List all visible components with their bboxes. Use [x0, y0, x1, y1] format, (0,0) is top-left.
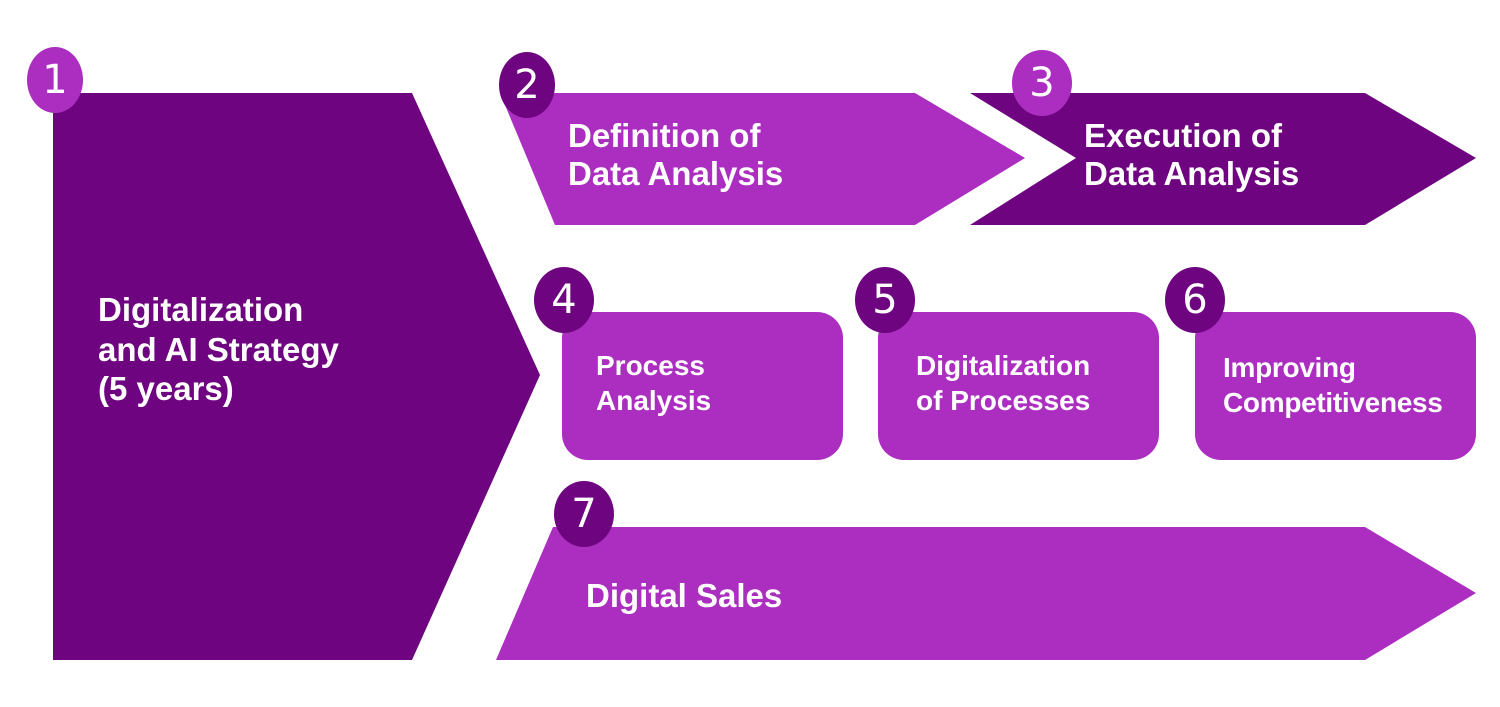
step-6-line-1: Improving: [1223, 352, 1356, 383]
step-6-badge: 6: [1165, 267, 1225, 333]
step-5-line-2: of Processes: [916, 385, 1091, 416]
step-6-line-2: Competitiveness: [1223, 387, 1443, 418]
step-3-line-2: Data Analysis: [1084, 154, 1300, 192]
step-4-label: Process Analysis: [596, 348, 711, 418]
step-7-label: Digital Sales: [586, 576, 782, 616]
step-1-badge: 1: [27, 47, 83, 113]
step-2-badge: 2: [499, 52, 555, 118]
step-1-shape: [53, 93, 540, 660]
step-3-badge: 3: [1012, 50, 1072, 116]
step-5-number: 5: [872, 277, 897, 323]
step-4-line-2: Analysis: [596, 385, 712, 416]
step-2-line-1: Definition of: [568, 117, 761, 154]
step-1-line-2: and AI Strategy: [98, 330, 339, 368]
step-1-line-1: Digitalization: [98, 291, 304, 328]
step-4-number: 4: [551, 277, 576, 323]
step-6-label: Improving Competitiveness: [1223, 350, 1443, 420]
step-7-line-1: Digital Sales: [586, 577, 783, 614]
step-3-number: 3: [1029, 60, 1054, 106]
step-6-shape: [1195, 312, 1476, 460]
step-3-shape: [970, 93, 1476, 225]
step-1-label: Digitalization and AI Strategy (5 years): [98, 290, 339, 409]
step-6-number: 6: [1182, 277, 1207, 323]
step-7-badge: 7: [554, 481, 614, 547]
step-5-label: Digitalization of Processes: [916, 348, 1090, 418]
step-2-number: 2: [514, 62, 539, 108]
step-2-line-2: Data Analysis: [568, 154, 784, 192]
step-3-label: Execution of Data Analysis: [1084, 117, 1299, 193]
step-7-number: 7: [571, 491, 596, 537]
step-7-shape: [496, 527, 1476, 660]
step-3-line-1: Execution of: [1084, 117, 1283, 154]
step-1-line-3: (5 years): [98, 370, 234, 408]
step-4-line-1: Process: [596, 350, 705, 381]
step-2-label: Definition of Data Analysis: [568, 117, 783, 193]
step-2-shape: [500, 93, 1025, 225]
step-4-badge: 4: [534, 267, 594, 333]
step-5-badge: 5: [855, 267, 915, 333]
step-5-shape: [878, 312, 1159, 460]
step-1-number: 1: [42, 57, 67, 103]
step-5-line-1: Digitalization: [916, 350, 1091, 381]
step-4-shape: [562, 312, 843, 460]
